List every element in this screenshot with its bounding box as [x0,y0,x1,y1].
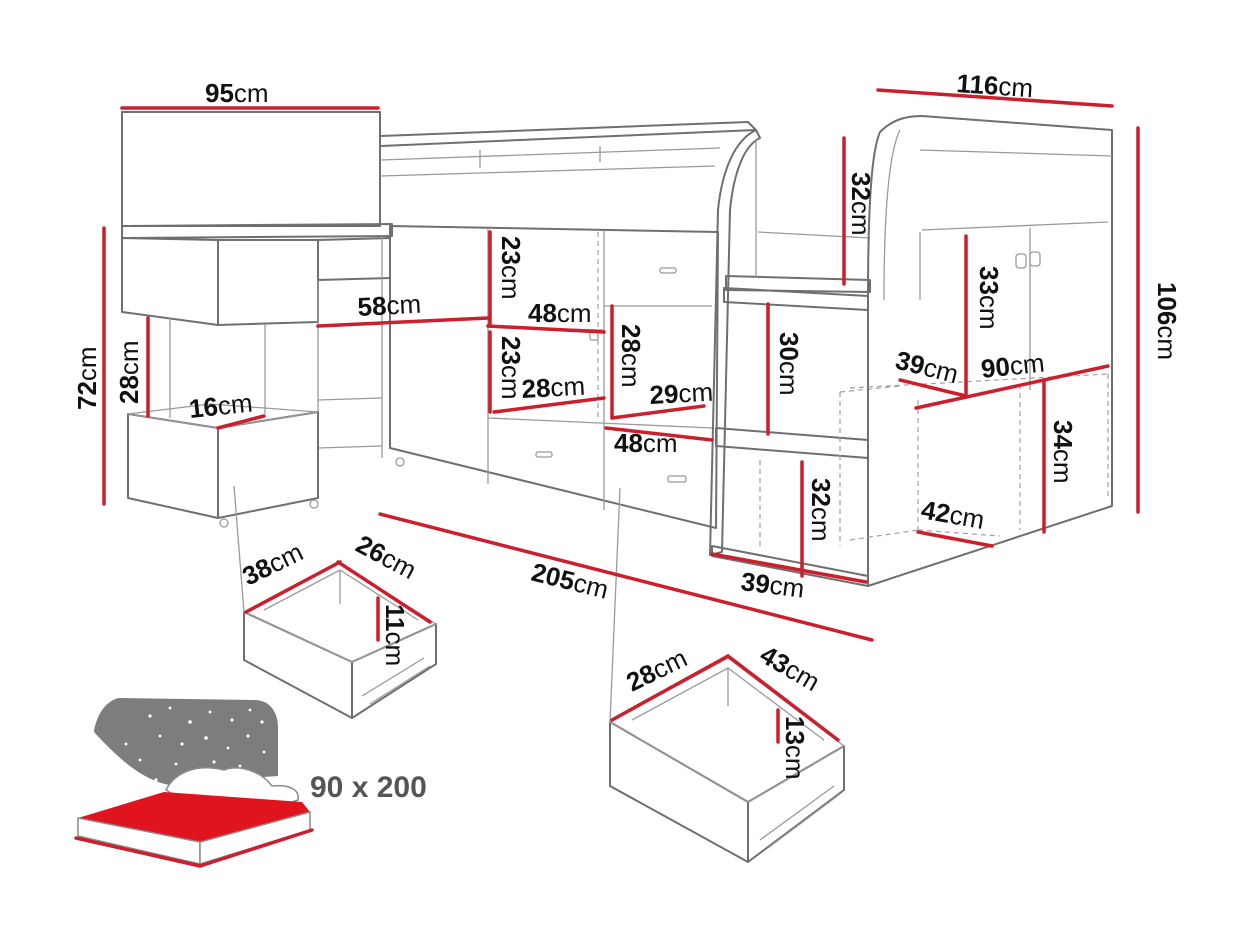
step-depth-line [710,552,868,584]
dim-desk-width: 95cm [205,78,269,108]
dim-desk-span: 58cm [357,289,422,322]
bed-depth-top-line [876,88,1114,108]
dim-step-depth: 39cm [739,566,806,604]
dim-wardrobe-upper-height: 33cm [974,266,1004,330]
desk-outline [121,111,393,528]
dim-total-height: 106cm [1152,282,1182,360]
dim-bottom-drawer-width: 48cm [614,428,678,458]
cabinet-width-line [486,324,606,334]
dimension-lines [74,88,1140,868]
dim-wardrobe-bottom-depth: 42cm [919,494,987,535]
dim-cabinet-width: 48cm [528,298,592,328]
dim-cabinet-depth: 28cm [521,371,586,404]
dimension-labels: 95cm 116cm 106cm 72cm 28cm 16cm 58cm 23c… [72,68,1182,804]
dim-desk-leg-height: 28cm [114,340,144,404]
small-drawer-outline [242,561,438,719]
desk-drawer-depth-line [216,414,266,430]
big-drawer-width-line [610,654,730,722]
big-drawer-depth-line [726,654,840,742]
dim-wardrobe-depth: 39cm [893,345,962,389]
dim-desk-drawer-depth: 16cm [187,387,253,423]
mattress-icon [77,698,311,866]
mattress-red-top [78,792,310,842]
mattress-width-line [74,836,202,868]
dim-bed-depth-top: 116cm [956,68,1035,103]
wardrobe-outline [849,115,1113,587]
desk-span-line [316,316,490,328]
dim-big-drawer-depth: 43cm [755,639,825,697]
small-drawer-leader [233,485,245,613]
shelf-depth-line [610,404,706,420]
cabinet-depth-line [492,396,606,414]
mattress-length-line [198,828,314,868]
dim-big-drawer-height: 13cm [780,716,810,780]
dim-wardrobe-lower-height: 34cm [1048,420,1078,484]
wardrobe-depth-line [898,378,968,398]
wardrobe-width-line [914,364,1110,410]
dim-shelf-height: 28cm [616,324,646,388]
dim-big-drawer-width: 28cm [621,643,691,698]
dim-wardrobe-width: 90cm [979,347,1045,383]
dim-small-drawer-height: 11cm [380,604,410,666]
dim-desk-height: 72cm [72,346,102,410]
dim-shelf-depth: 29cm [649,377,714,410]
dim-step-top-height: 32cm [846,172,876,236]
dim-cabinet-lower-height: 23cm [496,336,526,400]
total-length-line [378,512,874,642]
bottom-drawer-width-line [604,426,714,442]
small-drawer-depth-line [336,560,432,624]
dim-step-mid-height: 30cm [774,332,804,396]
small-drawer-width-line [244,560,342,614]
big-drawer-leader [609,487,621,723]
mattress-size-label: 90 x 200 [310,771,427,804]
dim-step-low-height: 32cm [806,478,836,542]
wardrobe-bottom-depth-line [916,530,994,548]
dim-cabinet-upper-height: 23cm [496,236,526,300]
